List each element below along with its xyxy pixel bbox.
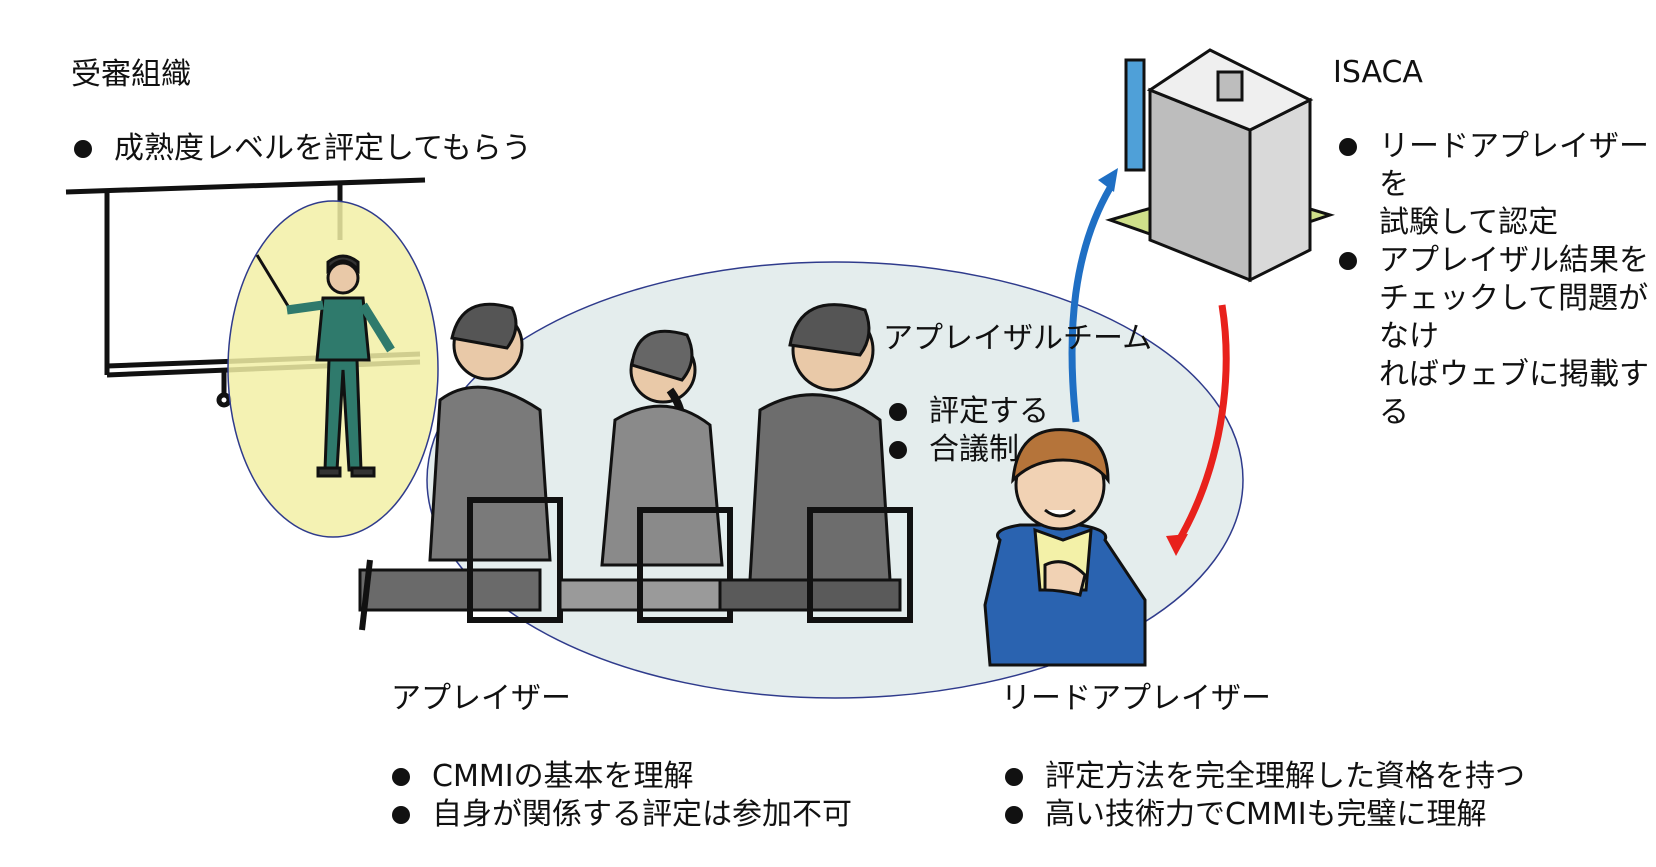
appraiser-bullet: CMMIの基本を理解 — [386, 758, 852, 796]
isaca-bullet: アプレイザル結果を チェックして問題がなけ ればウェブに掲載する — [1333, 242, 1656, 432]
appraiser-bullets: CMMIの基本を理解 自身が関係する評定は参加不可 — [386, 758, 852, 834]
seated-person-icon — [358, 302, 913, 631]
team-bullet: 合議制 — [883, 431, 1049, 469]
lead-appraiser-bullets: 評定方法を完全理解した資格を持つ 高い技術力でCMMIも完璧に理解 — [999, 758, 1525, 834]
isaca-bullet: リードアプレイザーを 試験して認定 — [1333, 128, 1656, 242]
appraiser-label: アプレイザー — [391, 681, 571, 716]
arrow-down-from-isaca — [1166, 304, 1230, 556]
isaca-title: ISACA — [1333, 55, 1423, 90]
arrow-up-to-isaca — [1068, 168, 1118, 423]
isaca-bullets: リードアプレイザーを 試験して認定 アプレイザル結果を チェックして問題がなけ … — [1333, 128, 1656, 432]
organization-bullets: 成熟度レベルを評定してもらう — [68, 130, 532, 168]
team-bullet: 評定する — [883, 393, 1049, 431]
lead-appraiser-person-icon — [983, 428, 1147, 667]
building-icon — [1105, 48, 1335, 283]
lead-appraiser-bullet: 高い技術力でCMMIも完璧に理解 — [999, 796, 1525, 834]
appraiser-bullet: 自身が関係する評定は参加不可 — [386, 796, 852, 834]
team-bullets: 評定する 合議制 — [883, 393, 1049, 469]
presenter-icon — [255, 254, 395, 478]
organization-title: 受審組織 — [71, 57, 191, 92]
organization-bullet: 成熟度レベルを評定してもらう — [68, 130, 532, 168]
lead-appraiser-label: リードアプレイザー — [1001, 681, 1271, 716]
team-title: アプレイザルチーム — [883, 321, 1153, 356]
lead-appraiser-bullet: 評定方法を完全理解した資格を持つ — [999, 758, 1525, 796]
